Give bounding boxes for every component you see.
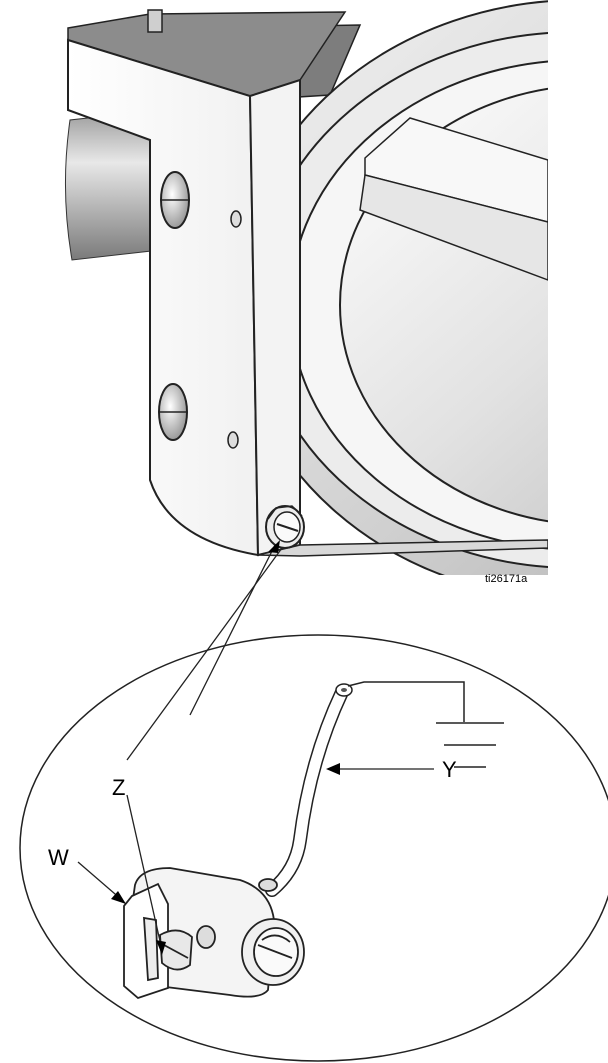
ground-wire (265, 683, 353, 897)
top-post (147, 9, 163, 33)
rear-cylinder (64, 109, 161, 261)
plate-hole-lower (227, 431, 239, 449)
plate-hole-upper (230, 210, 242, 228)
callout-w-arrowhead (111, 891, 126, 904)
equipment-assembly (64, 0, 548, 575)
callout-w: W (48, 845, 69, 870)
lens-band (364, 117, 548, 223)
callout-z-arrowhead (156, 940, 166, 955)
ground-screw-head (265, 505, 305, 549)
leader-lines (126, 544, 283, 761)
callout-w-leader (77, 861, 123, 901)
bracket-plate (67, 38, 260, 557)
callout-z: Z (112, 775, 125, 800)
ground-terminal-assembly (123, 867, 305, 1000)
callout-y-arrowhead (326, 763, 340, 775)
bracket-side (248, 78, 301, 557)
callout-y: Y (442, 757, 457, 782)
callout-z-leaders (126, 794, 163, 951)
lens-band-shadow (359, 174, 548, 281)
figure-id-label: ti26171a (485, 573, 528, 585)
ground-symbol-icon (347, 681, 504, 768)
leader-arrowhead (268, 540, 280, 553)
detail-view-outline (19, 634, 608, 1062)
